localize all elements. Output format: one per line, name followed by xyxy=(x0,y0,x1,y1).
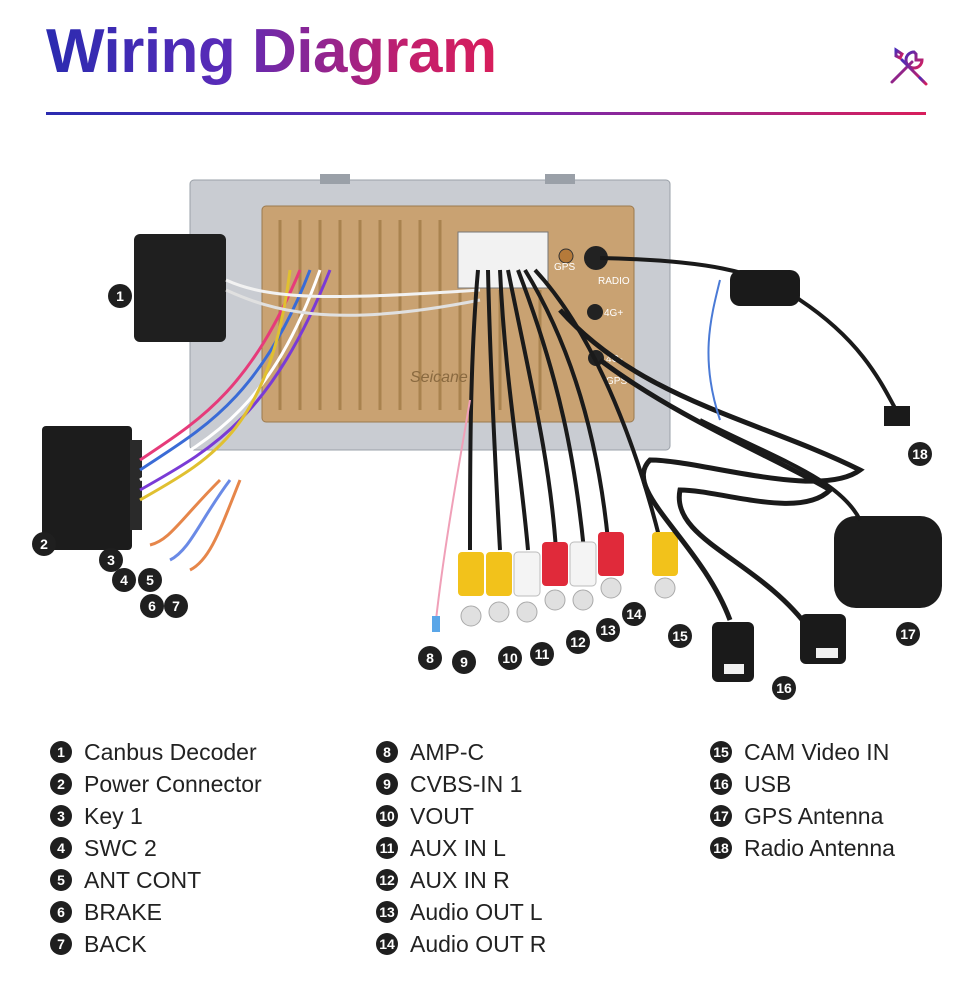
legend-item: 1 Canbus Decoder xyxy=(50,736,262,768)
number-badge: 18 xyxy=(710,837,732,859)
gps-antenna xyxy=(834,516,942,608)
canbus-decoder xyxy=(134,234,226,342)
legend-item: 10 VOUT xyxy=(376,800,546,832)
callout-1: 1 xyxy=(108,284,132,308)
legend-item: 15 CAM Video IN xyxy=(710,736,895,768)
legend-item: 3 Key 1 xyxy=(50,800,262,832)
legend-label: Audio OUT R xyxy=(410,930,547,957)
number-badge: 9 xyxy=(376,773,398,795)
legend-label: AUX IN R xyxy=(410,866,510,893)
legend-label: AUX IN L xyxy=(410,834,506,861)
legend-item: 14 Audio OUT R xyxy=(376,928,546,960)
legend-label: AMP-C xyxy=(410,738,485,765)
number-badge: 17 xyxy=(710,805,732,827)
legend-label: Key 1 xyxy=(84,802,143,829)
number-badge: 8 xyxy=(376,741,398,763)
legend-item: 7 BACK xyxy=(50,928,262,960)
legend-item: 8 AMP-C xyxy=(376,736,546,768)
number-badge: 12 xyxy=(376,869,398,891)
legend-column-3: 15 CAM Video IN 16 USB 17 GPS Antenna 18 Rad… xyxy=(710,736,895,864)
callout-12: 12 xyxy=(566,630,590,654)
legend-label: BRAKE xyxy=(84,898,162,925)
legend-label: CVBS-IN 1 xyxy=(410,770,523,797)
legend-item: 11 AUX IN L xyxy=(376,832,546,864)
legend-item: 16 USB xyxy=(710,768,895,800)
legend-item: 17 GPS Antenna xyxy=(710,800,895,832)
callout-17: 17 xyxy=(896,622,920,646)
callout-13: 13 xyxy=(596,618,620,642)
legend-item: 5 ANT CONT xyxy=(50,864,262,896)
number-badge: 2 xyxy=(50,773,72,795)
number-badge: 7 xyxy=(50,933,72,955)
legend-label: Canbus Decoder xyxy=(84,738,257,765)
legend-label: CAM Video IN xyxy=(744,738,890,765)
legend-label: SWC 2 xyxy=(84,834,157,861)
number-badge: 15 xyxy=(710,741,732,763)
callout-6: 6 xyxy=(140,594,164,618)
legend-label: GPS Antenna xyxy=(744,802,884,829)
wiring-diagram: Seicane GPS RADIO 4G+ 4G- GPS xyxy=(42,174,942,682)
number-badge: 3 xyxy=(50,805,72,827)
legend-item: 9 CVBS-IN 1 xyxy=(376,768,546,800)
legend-label: VOUT xyxy=(410,802,474,829)
number-badge: 5 xyxy=(50,869,72,891)
legend-item: 12 AUX IN R xyxy=(376,864,546,896)
callout-9: 9 xyxy=(452,650,476,674)
port-label-4g-plus: 4G+ xyxy=(604,308,623,319)
number-badge: 4 xyxy=(50,837,72,859)
port-label-gps-2: GPS xyxy=(606,376,627,387)
number-badge: 10 xyxy=(376,805,398,827)
legend-label: Audio OUT L xyxy=(410,898,543,925)
callout-2: 2 xyxy=(32,532,56,556)
legend-item: 6 BRAKE xyxy=(50,896,262,928)
number-badge: 6 xyxy=(50,901,72,923)
legend-item: 2 Power Connector xyxy=(50,768,262,800)
legend-label: Power Connector xyxy=(84,770,262,797)
tools-icon xyxy=(890,47,928,86)
callout-5: 5 xyxy=(138,568,162,592)
callout-15: 15 xyxy=(668,624,692,648)
legend-item: 4 SWC 2 xyxy=(50,832,262,864)
page-title: Wiring Diagram xyxy=(46,17,497,86)
number-badge: 1 xyxy=(50,741,72,763)
callout-4: 4 xyxy=(112,568,136,592)
power-connector xyxy=(42,426,132,550)
legend-item: 18 Radio Antenna xyxy=(710,832,895,864)
brand-mark: Seicane xyxy=(410,369,468,386)
callout-18: 18 xyxy=(908,442,932,466)
number-badge: 11 xyxy=(376,837,398,859)
callout-7: 7 xyxy=(164,594,188,618)
legend-label: Radio Antenna xyxy=(744,834,895,861)
title-divider xyxy=(46,112,926,115)
number-badge: 16 xyxy=(710,773,732,795)
callout-10: 10 xyxy=(498,646,522,670)
port-label-gps: GPS xyxy=(554,262,575,273)
callout-14: 14 xyxy=(622,602,646,626)
number-badge: 14 xyxy=(376,933,398,955)
legend-label: USB xyxy=(744,770,792,797)
callout-16: 16 xyxy=(772,676,796,700)
legend-label: BACK xyxy=(84,930,147,957)
number-badge: 13 xyxy=(376,901,398,923)
port-label-radio: RADIO xyxy=(598,276,630,287)
legend-label: ANT CONT xyxy=(84,866,202,893)
callout-11: 11 xyxy=(530,642,554,666)
legend-column-2: 8 AMP-C 9 CVBS-IN 1 10 VOUT 11 AUX IN L 12 AU… xyxy=(376,736,546,960)
callout-8: 8 xyxy=(418,646,442,670)
legend-item: 13 Audio OUT L xyxy=(376,896,546,928)
